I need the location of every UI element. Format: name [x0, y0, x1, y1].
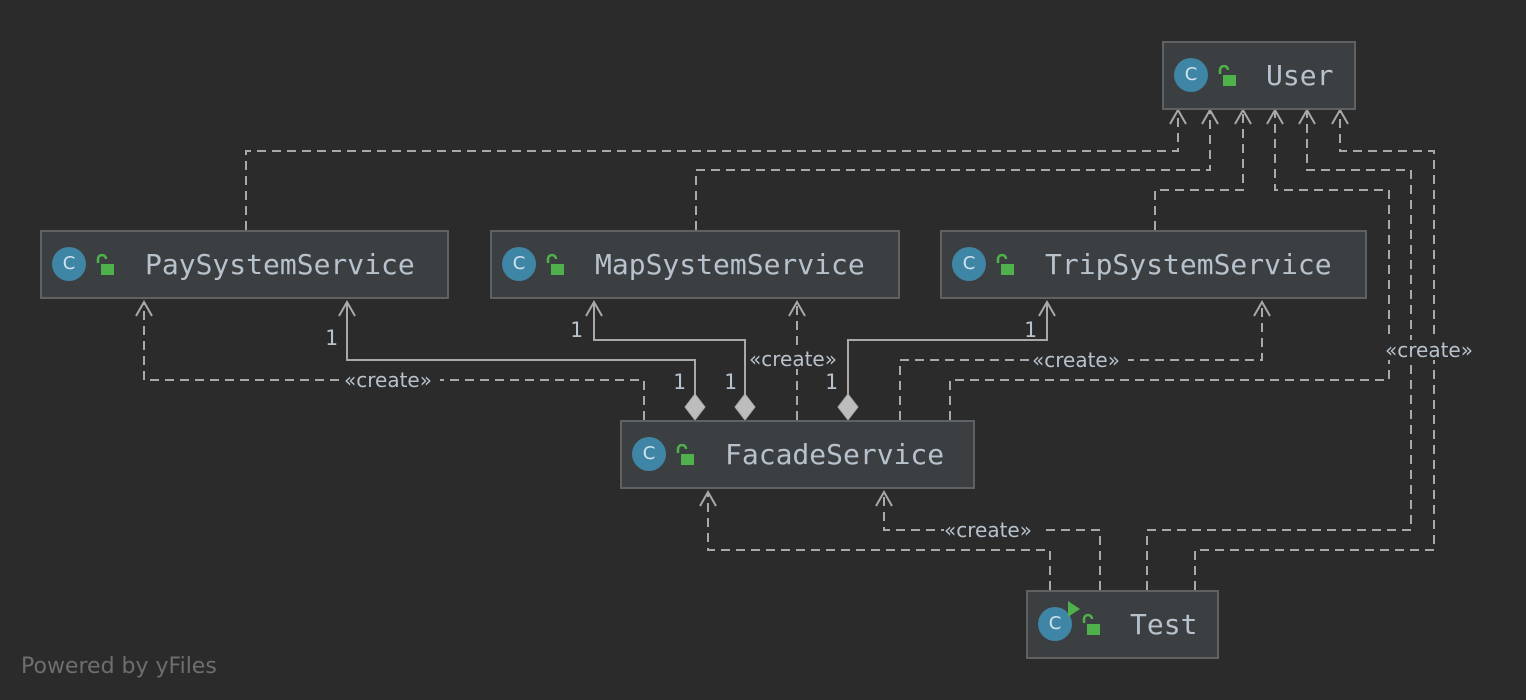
arrowhead-facade-2 — [875, 489, 893, 507]
class-icon-letter: C — [1048, 613, 1062, 634]
dependency-map-to-user — [695, 110, 1211, 230]
arrowhead-user-2 — [1201, 107, 1219, 125]
composition-diamond-trip — [837, 393, 859, 421]
edge-label-create-user: «create» — [1385, 338, 1473, 362]
dependency-trip-to-user — [1154, 110, 1244, 230]
class-icon: C — [632, 437, 666, 471]
class-node-test[interactable]: C Test — [1026, 590, 1219, 659]
composition-facade-map — [593, 302, 746, 396]
label-bg-create-trip — [1032, 350, 1128, 370]
class-node-pay-system-service[interactable]: C PaySystemService — [40, 230, 449, 299]
arrowhead-trip-create — [1253, 299, 1271, 317]
arrowhead-map-composition — [585, 299, 603, 317]
create-test-to-user — [1194, 110, 1435, 590]
edge-label-create-map: «create» — [749, 347, 837, 371]
edge-label-create-trip: «create» — [1032, 348, 1120, 372]
dependency-pay-to-user — [245, 110, 1179, 230]
label-bg-create-pay — [344, 370, 440, 390]
edge-label-create-pay: «create» — [344, 368, 432, 392]
dependency-test-to-facade — [707, 492, 1051, 590]
public-lock-icon — [676, 444, 694, 465]
arrowhead-user-5 — [1298, 107, 1316, 125]
arrowhead-user-4 — [1266, 107, 1284, 125]
public-lock-icon — [996, 254, 1014, 275]
class-name: MapSystemService — [595, 248, 865, 281]
multiplicity-pay-source: 1 — [673, 370, 686, 394]
class-icon: C — [52, 247, 86, 281]
public-lock-icon — [546, 254, 564, 275]
multiplicity-pay-target: 1 — [325, 326, 338, 350]
multiplicity-map-source: 1 — [724, 370, 737, 394]
runnable-class-icon: C — [1038, 601, 1080, 641]
multiplicity-trip-source: 1 — [825, 370, 838, 394]
composition-diamond-pay — [684, 393, 706, 421]
class-name: TripSystemService — [1045, 248, 1332, 281]
composition-facade-trip — [847, 302, 1048, 396]
class-node-trip-system-service[interactable]: C TripSystemService — [940, 230, 1367, 299]
arrowhead-user-6 — [1331, 107, 1349, 125]
class-icon: C — [952, 247, 986, 281]
public-lock-icon — [1082, 614, 1100, 635]
label-bg-create-map — [749, 349, 845, 369]
class-node-map-system-service[interactable]: C MapSystemService — [490, 230, 900, 299]
composition-facade-pay — [346, 302, 696, 396]
class-icon: C — [502, 247, 536, 281]
dependency-test-to-user — [1146, 110, 1412, 590]
arrowhead-trip-composition — [1038, 299, 1056, 317]
public-lock-icon — [1218, 65, 1236, 86]
arrowhead-pay-create — [135, 299, 153, 317]
public-lock-icon — [96, 254, 114, 275]
class-name: FacadeService — [725, 438, 945, 471]
class-name: User — [1266, 59, 1334, 92]
run-badge-icon — [1068, 601, 1080, 617]
arrowhead-map-create — [788, 299, 806, 317]
class-icon: C — [1174, 58, 1208, 92]
class-name: PaySystemService — [145, 248, 415, 281]
multiplicity-trip-target: 1 — [1024, 318, 1037, 342]
arrowhead-facade-1 — [699, 489, 717, 507]
dependency-facade-to-user — [949, 110, 1390, 420]
label-bg-create-facade — [944, 520, 1040, 540]
arrowhead-user-1 — [1169, 107, 1187, 125]
multiplicity-map-target: 1 — [570, 318, 583, 342]
powered-by-footer: Powered by yFiles — [21, 654, 217, 679]
label-bg-create-user — [1385, 340, 1481, 360]
class-node-facade-service[interactable]: C FacadeService — [620, 420, 975, 489]
class-node-user[interactable]: C User — [1162, 41, 1356, 110]
class-name: Test — [1130, 608, 1198, 641]
composition-diamond-map — [734, 393, 756, 421]
edge-label-create-facade: «create» — [944, 518, 1032, 542]
arrowhead-pay-composition — [338, 299, 356, 317]
arrowhead-user-3 — [1234, 107, 1252, 125]
